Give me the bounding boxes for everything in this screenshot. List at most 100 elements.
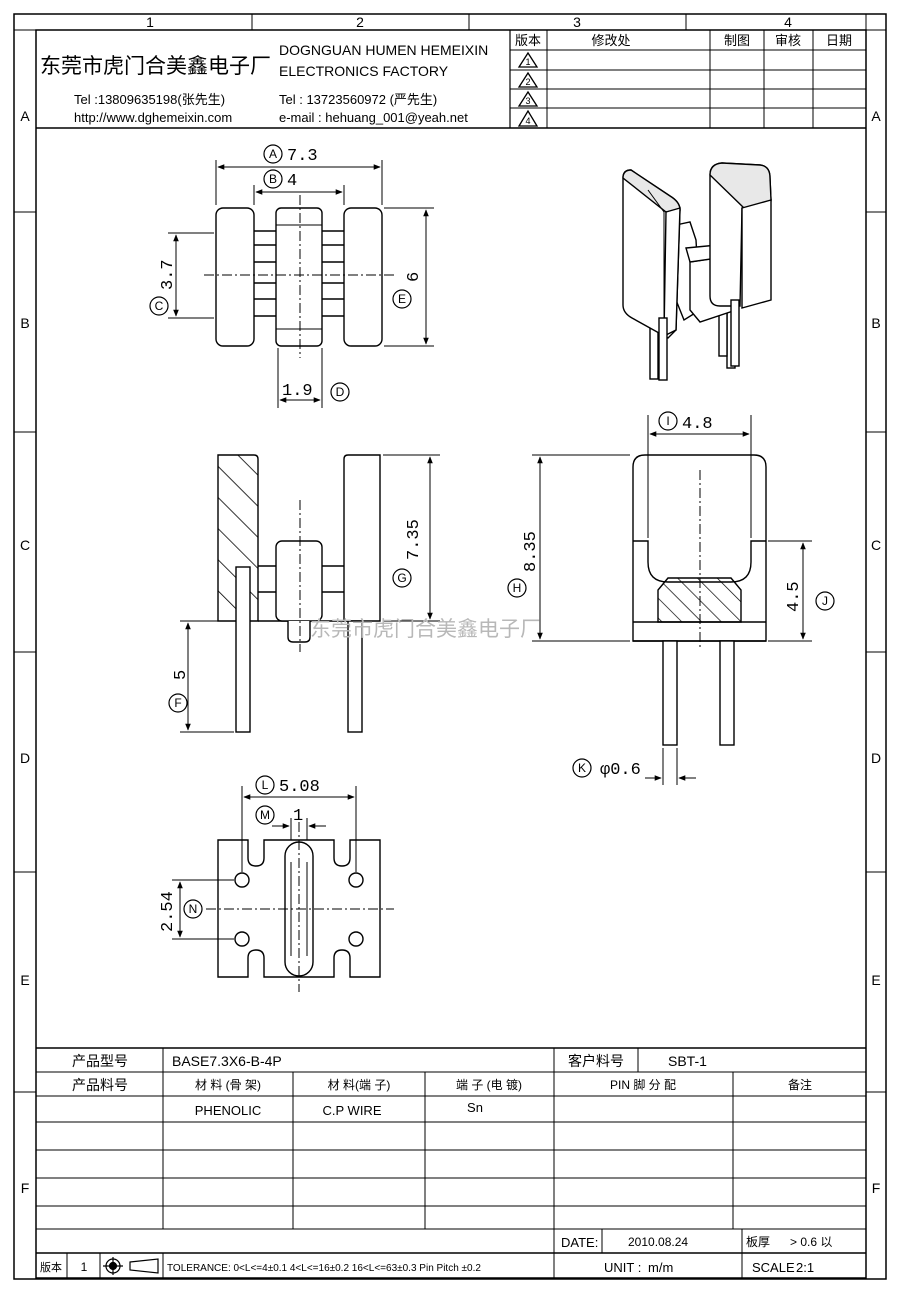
bottom-view [172, 786, 394, 992]
dim-e-value: 6 [405, 272, 424, 282]
dim-i-value: 4.8 [682, 415, 713, 434]
rev-mark-3: 3 [517, 90, 539, 107]
spec-material-pin-value: C.P WIRE [323, 1103, 382, 1118]
spec-remark-label: 备注 [788, 1077, 812, 1092]
watermark-text: 东莞市虎门合美鑫电子厂 [310, 617, 541, 641]
dim-l-value: 5.08 [279, 778, 320, 797]
contact-email[interactable]: e-mail : hehuang_001@yeah.net [279, 110, 468, 125]
footer-unit-value: m/m [648, 1260, 673, 1275]
header-block: 东莞市虎门合美鑫电子厂 DOGNGUAN HUMEN HEMEIXIN ELEC… [36, 30, 866, 129]
dim-l-letter: L [262, 778, 269, 792]
dim-m-value: 1 [293, 807, 303, 826]
spec-model-value: BASE7.3X6-B-4P [172, 1053, 282, 1069]
spec-table: 产品型号 BASE7.3X6-B-4P 客户料号 SBT-1 产品料号 材 料 … [36, 1047, 866, 1278]
rev-header-checked: 审核 [775, 33, 801, 48]
dim-g: G 7.35 [392, 519, 424, 588]
dim-c-letter: C [155, 299, 164, 313]
spec-material-frame-value: PHENOLIC [195, 1103, 261, 1118]
spec-customer-pn-label: 客户料号 [568, 1053, 624, 1069]
dim-a: A 7.3 [263, 144, 318, 166]
company-name-cn: 东莞市虎门合美鑫电子厂 [40, 55, 271, 78]
footer-scale-label: SCALE [752, 1260, 795, 1275]
row-label-c-right: C [871, 537, 881, 553]
contact-tel-2: Tel : 13723560972 (严先生) [279, 92, 437, 107]
dim-k-letter: K [578, 761, 586, 775]
footer-date-value: 2010.08.24 [628, 1235, 688, 1249]
dim-e: E 6 [392, 272, 424, 309]
company-name-en-2: ELECTRONICS FACTORY [279, 63, 449, 79]
row-label-a-left: A [20, 108, 30, 124]
sheet-border [13, 13, 887, 1280]
row-label-d-left: D [20, 750, 30, 766]
spec-pn-label: 产品料号 [72, 1077, 128, 1093]
dim-g-letter: G [397, 571, 406, 585]
rev-mark-2-label: 2 [525, 77, 530, 87]
dim-b-letter: B [269, 172, 277, 186]
dim-k: K φ0.6 [572, 758, 641, 780]
dim-j-value: 4.5 [785, 581, 804, 612]
spec-pin-config-label: PIN 脚 分 配 [610, 1077, 676, 1092]
rev-mark-4-label: 4 [525, 116, 530, 126]
dim-i-letter: I [666, 414, 669, 428]
footer-block: DATE: 2010.08.24 板厚 > 0.6 以 版本 1 TOLERAN… [40, 1235, 832, 1275]
dim-n-value: 2.54 [159, 891, 178, 932]
dim-m-letter: M [260, 808, 270, 822]
row-label-f-left: F [21, 1180, 30, 1196]
dim-e-letter: E [398, 292, 406, 306]
dim-l: L 5.08 [255, 775, 320, 797]
dim-d-letter: D [336, 385, 345, 399]
dim-i: I 4.8 [658, 411, 713, 434]
rev-mark-1-label: 1 [525, 57, 530, 67]
dim-b-value: 4 [287, 172, 297, 191]
side-view [532, 415, 812, 785]
footer-version-value: 1 [81, 1260, 88, 1274]
spec-plating-value: Sn [467, 1100, 483, 1115]
dim-n-letter: N [189, 902, 198, 916]
dim-n: N 2.54 [159, 891, 203, 932]
spec-model-label: 产品型号 [72, 1053, 128, 1069]
spec-material-frame-label: 材 料 (骨 架) [195, 1078, 261, 1092]
row-label-d-right: D [871, 750, 881, 766]
dim-h-value: 8.35 [522, 531, 541, 572]
footer-thickness-value: > 0.6 以 [790, 1235, 832, 1249]
dim-f-letter: F [174, 696, 181, 710]
spec-plating-label: 端 子 (电 镀) [456, 1078, 522, 1092]
dim-a-letter: A [269, 147, 277, 161]
footer-unit-label: UNIT : [604, 1260, 641, 1275]
dim-b: B 4 [263, 169, 297, 191]
col-label-4: 4 [784, 14, 792, 30]
dim-k-value: φ0.6 [600, 761, 641, 780]
spec-customer-pn-value: SBT-1 [668, 1053, 707, 1069]
rev-header-change: 修改处 [591, 33, 630, 48]
footer-date-label: DATE: [561, 1235, 598, 1250]
top-view [168, 160, 434, 408]
col-label-1: 1 [146, 14, 154, 30]
dim-f: F 5 [168, 670, 191, 713]
rev-mark-3-label: 3 [525, 96, 530, 106]
rev-mark-4: 4 [517, 109, 539, 127]
rev-mark-1: 1 [517, 51, 539, 68]
row-label-b-right: B [871, 315, 880, 331]
spec-material-pin-label: 材 料(端 子) [328, 1078, 391, 1092]
row-label-f-right: F [872, 1180, 881, 1196]
dimension-labels: A 7.3 B 4 C 3.7 E 6 1.9 D G 7.35 [149, 144, 835, 932]
col-label-3: 3 [573, 14, 581, 30]
front-section-view [180, 454, 440, 733]
website-url[interactable]: http://www.dghemeixin.com [74, 110, 232, 125]
contact-tel-1: Tel :13809635198(张先生) [74, 92, 225, 107]
row-label-e-right: E [871, 972, 880, 988]
isometric-view [622, 162, 772, 381]
dim-j-letter: J [822, 594, 828, 608]
rev-mark-2: 2 [517, 71, 539, 88]
footer-scale-value: 2:1 [796, 1260, 814, 1275]
projection-symbol-icon [103, 1257, 159, 1275]
dim-g-value: 7.35 [405, 519, 424, 560]
dim-c: C 3.7 [149, 259, 178, 316]
dim-c-value: 3.7 [159, 259, 178, 290]
col-label-2: 2 [356, 14, 364, 30]
dim-d: 1.9 D [282, 382, 350, 402]
footer-thickness-label: 板厚 [746, 1235, 770, 1249]
dim-j: 4.5 J [785, 581, 835, 612]
rev-header-drawn: 制图 [724, 33, 750, 48]
